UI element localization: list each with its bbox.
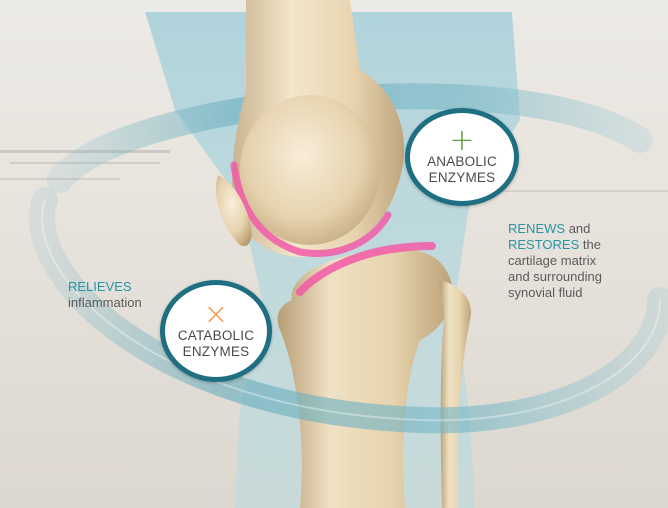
renews-and: and [569,221,591,236]
renews-annotation: RENEWS and RESTORES the cartilage matrix… [508,221,602,301]
catabolic-label-line1: CATABOLIC [178,328,254,344]
restores-keyword: RESTORES [508,237,579,252]
restores-the: the [583,237,601,252]
anabolic-label-line1: ANABOLIC [427,154,497,170]
renews-line5: synovial fluid [508,285,602,301]
renews-line4: and surrounding [508,269,602,285]
anabolic-label-line2: ENZYMES [429,170,496,186]
renews-keyword: RENEWS [508,221,565,236]
anabolic-enzymes-badge: + ANABOLIC ENZYMES [405,108,519,206]
relieves-text: inflammation [68,295,142,311]
plus-icon: + [449,128,474,154]
renews-line3: cartilage matrix [508,253,602,269]
relieves-annotation: RELIEVES inflammation [68,279,142,311]
relieves-keyword: RELIEVES [68,279,142,295]
catabolic-label-line2: ENZYMES [183,344,250,360]
catabolic-enzymes-badge: × CATABOLIC ENZYMES [160,280,272,382]
cross-icon: × [203,302,228,328]
